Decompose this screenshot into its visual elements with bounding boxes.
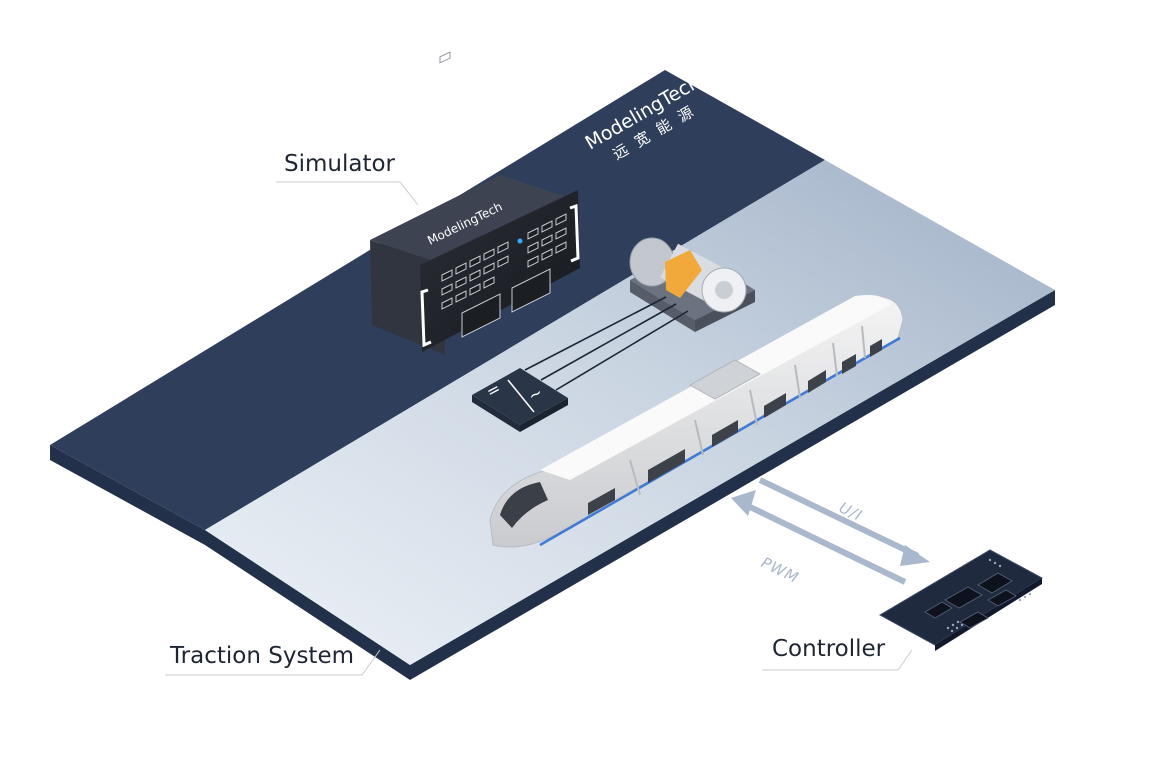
- train-car-joints: [629, 325, 866, 496]
- platform: [50, 70, 1055, 680]
- train-nose-window: [500, 482, 548, 528]
- traction-system-leader-line: [165, 649, 381, 676]
- motor-fan-center: [715, 281, 733, 299]
- callout-simulator: Simulator: [276, 151, 419, 206]
- signal-arrows: U/I PWM: [731, 477, 930, 587]
- pwm-signal-label: PWM: [758, 553, 802, 587]
- pwm-arrowhead: [731, 490, 756, 516]
- simulator-status-light: [517, 238, 523, 244]
- callout-traction-system: Traction System: [165, 643, 381, 676]
- motor: [629, 237, 755, 332]
- converter-divider: [507, 379, 535, 413]
- converter-side: [520, 398, 568, 432]
- train: [489, 295, 904, 548]
- controller-pin-array: [946, 558, 1032, 633]
- simulator-label: Simulator: [284, 151, 396, 177]
- platform-light-area: [205, 160, 1055, 665]
- simulator-top: [370, 175, 575, 265]
- simulator-device: ModelingTech: [370, 51, 580, 355]
- cable-1: [524, 296, 667, 371]
- simulator-port-grid: [439, 51, 451, 64]
- converter: = ~: [472, 368, 568, 432]
- motor-mount: [665, 250, 702, 298]
- train-body: [489, 295, 904, 548]
- simulator-right-handle: [569, 203, 580, 263]
- callout-controller: Controller: [762, 636, 913, 671]
- cables: [524, 296, 689, 391]
- ui-arrowhead: [900, 545, 930, 566]
- traction-system-label: Traction System: [169, 643, 354, 669]
- simulator-leader-line: [276, 181, 419, 206]
- simulator-ports: [441, 213, 567, 338]
- train-roof-unit: [688, 359, 762, 400]
- ui-arrow: [758, 477, 930, 566]
- cable-2: [540, 303, 677, 381]
- controller-chips: [924, 572, 1017, 629]
- converter-front: [472, 395, 520, 432]
- simulator-front: [420, 190, 580, 352]
- motor-base-front: [630, 280, 695, 332]
- controller-label: Controller: [772, 636, 886, 662]
- train-windows: [588, 339, 882, 515]
- pwm-arrow: [731, 490, 907, 585]
- cable-3: [555, 310, 689, 391]
- converter-top: [472, 368, 568, 425]
- controller-board: [878, 549, 1043, 651]
- controller-leader-line: [762, 649, 913, 671]
- simulator-left-handle: [420, 288, 432, 348]
